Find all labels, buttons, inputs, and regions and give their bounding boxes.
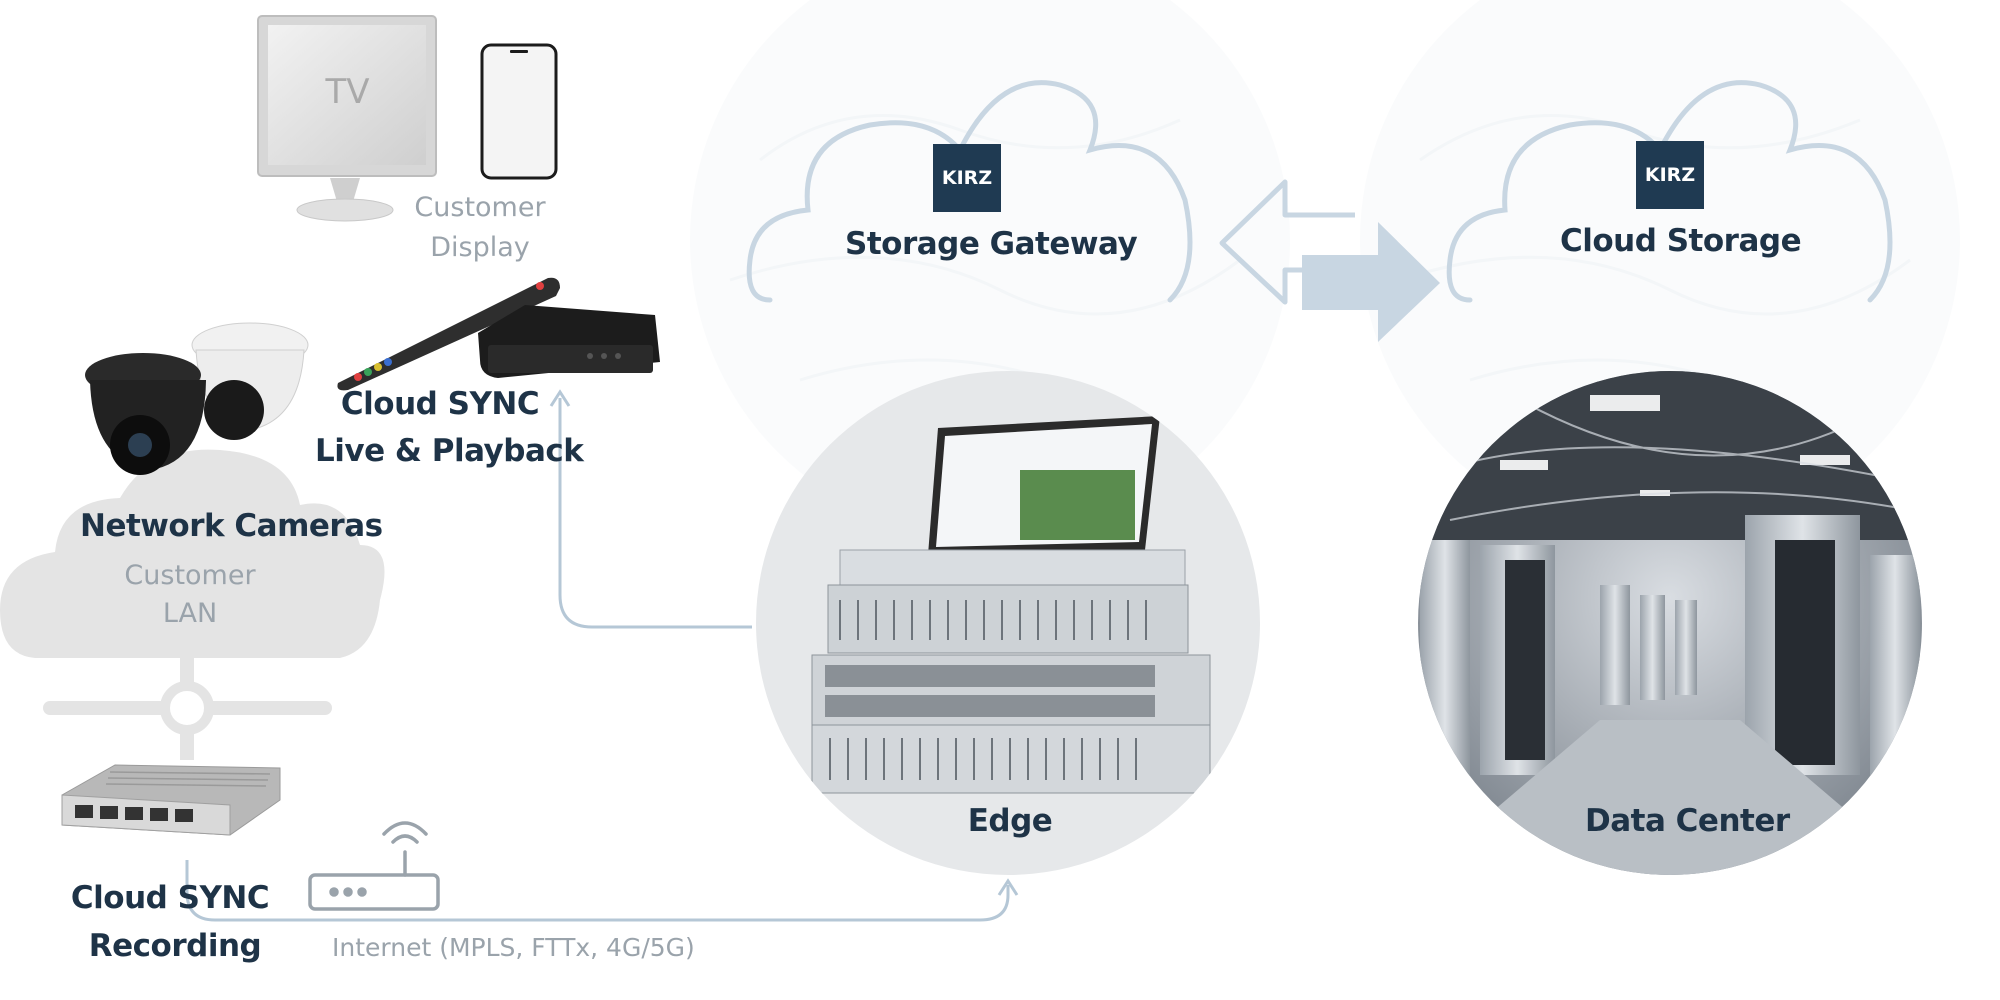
customer-lan-cloud (0, 449, 385, 658)
cloud-sync-recording-line1: Cloud SYNC (70, 880, 270, 916)
cloud-sync-recording-line2: Recording (88, 928, 262, 964)
wifi-router-icon (308, 821, 440, 911)
tv-screen-label: TV (325, 72, 370, 112)
customer-display-label-line2: Display (430, 232, 530, 263)
cloud-sync-live-title-line1: Cloud SYNC (340, 386, 540, 422)
laptop-icon (928, 416, 1160, 555)
storage-gateway-label: Storage Gateway (845, 226, 1138, 262)
smartphone-icon (480, 43, 558, 180)
cloud-sync-live-title-line2: Live & Playback (315, 433, 584, 469)
customer-lan-label-line2: LAN (162, 598, 218, 629)
arrow-left-icon (1219, 179, 1355, 305)
set-top-box-icon (478, 305, 660, 378)
arrow-right-icon (1302, 222, 1440, 342)
lan-hub-node (160, 681, 214, 735)
network-switch-icon (61, 764, 281, 836)
edge-label: Edge (967, 803, 1053, 839)
internet-label: Internet (MPLS, FTTx, 4G/5G) (332, 933, 695, 962)
internet-line (185, 860, 1010, 922)
storage-gateway-cloud (746, 80, 1193, 303)
tv-monitor-icon (257, 15, 437, 222)
server-rack-icon (811, 549, 1211, 794)
globe-watermark-right (1360, 0, 1960, 540)
kirz-logo-cloud-storage: KIRZ (1636, 141, 1704, 209)
data-center-label: Data Center (1585, 803, 1790, 839)
playback-arrowhead (549, 389, 571, 407)
remote-control-icon (337, 277, 560, 391)
customer-lan-label-line1: Customer (124, 560, 256, 591)
customer-display-label-line1: Customer (414, 192, 546, 223)
dome-camera-icon (85, 322, 309, 475)
edge-arrowhead (997, 878, 1019, 896)
kirz-logo-storage-gateway: KIRZ (933, 144, 1001, 212)
cloud-storage-cloud (1446, 80, 1893, 303)
edge-to-playback-line (558, 398, 752, 629)
network-cameras-label: Network Cameras (80, 508, 383, 544)
cloud-storage-label: Cloud Storage (1560, 223, 1802, 259)
